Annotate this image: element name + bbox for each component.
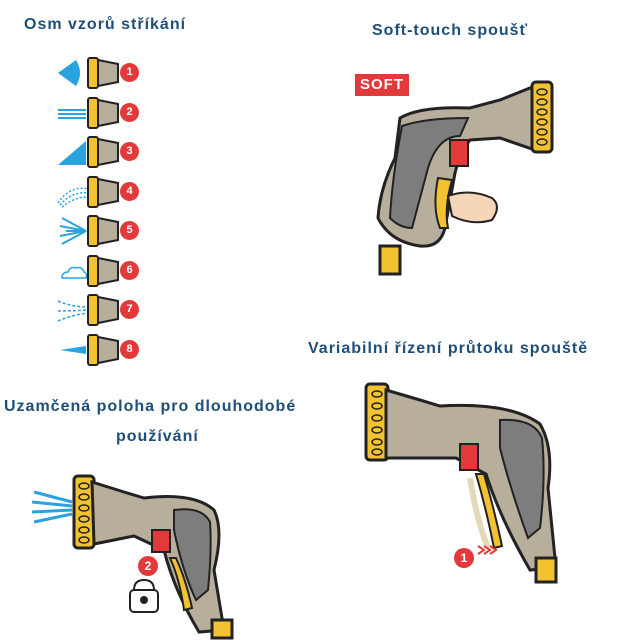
step-badge-lock: 2 (138, 556, 158, 576)
spray-pattern-3: 3 (56, 135, 146, 169)
fan-icon (58, 141, 86, 165)
spray-pattern-7: 7 (56, 293, 146, 327)
soaker-icon (57, 300, 89, 322)
spray-pattern-8: 8 (56, 333, 146, 367)
spray-pattern-1: 1 (56, 56, 146, 90)
jet-icon (60, 345, 86, 354)
pattern-number-badge: 4 (120, 181, 139, 201)
spray-pattern-2: 2 (56, 96, 146, 130)
pattern-number-badge: 6 (120, 260, 139, 280)
mist-icon (61, 266, 88, 279)
pattern-number-badge: 5 (120, 221, 139, 240)
pattern-number-badge: 2 (120, 102, 139, 122)
pattern-number-badge: 8 (120, 339, 139, 359)
heading-spray-patterns: Osm vzorů stříkání (24, 16, 187, 33)
center-spray-icon (59, 217, 87, 245)
full-cone-icon (58, 60, 80, 86)
heading-lock-line2: používání (116, 428, 199, 445)
step-badge-flow: 1 (454, 548, 474, 568)
heading-variable-flow: Variabilní řízení průtoku spouště (308, 340, 589, 357)
locked-gun-illustration (31, 474, 234, 640)
pattern-number-badge: 3 (120, 142, 139, 161)
pattern-number-badge: 7 (120, 300, 139, 319)
spray-pattern-6: 6 (56, 254, 146, 288)
spray-pattern-4: 4 (56, 175, 146, 209)
flat-jet-icon (58, 108, 86, 119)
pattern-number-badge: 1 (120, 63, 139, 82)
spray-pattern-5: 5 (56, 214, 146, 248)
variable-flow-gun-illustration (364, 382, 558, 584)
heading-soft-touch: Soft-touch spoušť (372, 22, 529, 39)
heading-lock-line1: Uzamčená poloha pro dlouhodobé (4, 398, 297, 415)
soft-label: SOFT (355, 74, 409, 96)
soft-touch-gun-illustration (376, 80, 554, 276)
shower-icon (57, 187, 89, 208)
